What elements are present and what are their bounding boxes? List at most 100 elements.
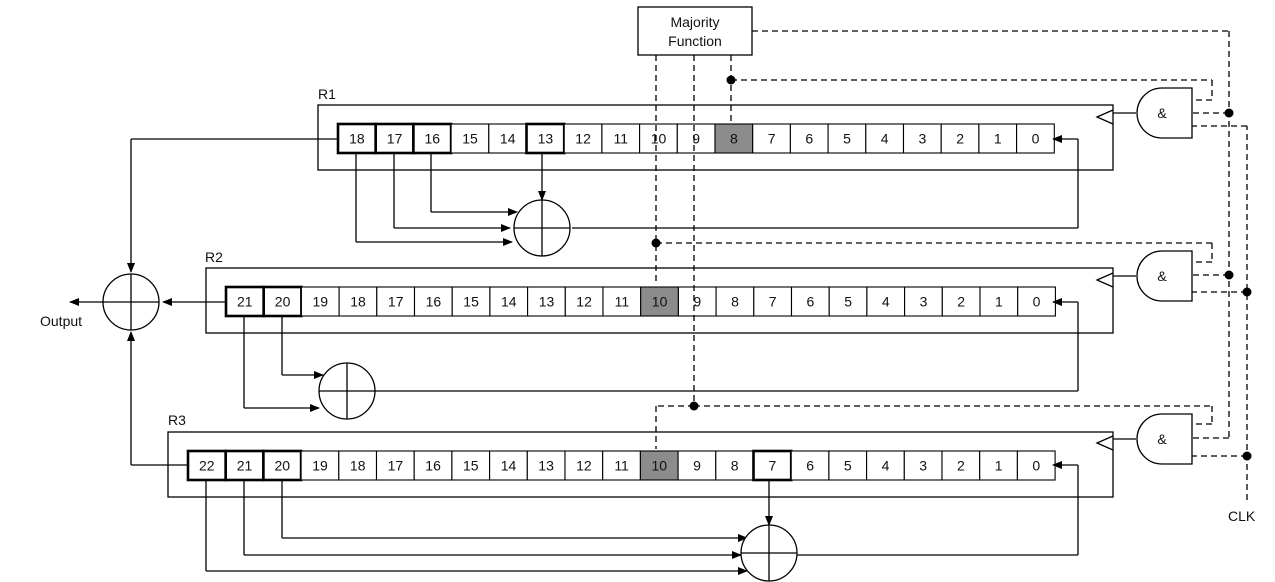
r2-cell-label: 12 bbox=[576, 294, 592, 310]
output-wiring bbox=[69, 138, 338, 466]
r2-cell-20: 20 bbox=[262, 285, 303, 318]
r3-cell-label: 9 bbox=[693, 458, 701, 474]
r1-cell-1: 1 bbox=[978, 123, 1018, 154]
r3-cell-5: 5 bbox=[828, 450, 868, 481]
r3-cell-label: 5 bbox=[844, 458, 852, 474]
r2-cell-9: 9 bbox=[677, 286, 717, 317]
r3-cell-label: 0 bbox=[1032, 458, 1040, 474]
majority-label-line1: Majority bbox=[670, 14, 719, 30]
r2-cell-label: 1 bbox=[995, 294, 1003, 310]
r3-cell-label: 13 bbox=[538, 458, 554, 474]
r3-cell-2: 2 bbox=[941, 450, 981, 481]
r1-xor-icon bbox=[513, 199, 571, 257]
r1-cell-label: 7 bbox=[768, 131, 776, 147]
majority-input-wiring bbox=[651, 55, 1213, 449]
r1-cell-label: 1 bbox=[994, 131, 1002, 147]
clk-label: CLK bbox=[1228, 508, 1256, 524]
r1-cell-label: 9 bbox=[692, 131, 700, 147]
r2-cell-7: 7 bbox=[753, 286, 793, 317]
r3-cell-label: 4 bbox=[882, 458, 890, 474]
r3-cell-16: 16 bbox=[413, 450, 453, 481]
r1-cell-label: 10 bbox=[651, 131, 667, 147]
r2-cell-label: 19 bbox=[313, 294, 329, 310]
r3-cell-label: 16 bbox=[425, 458, 441, 474]
r1-cell-label: 0 bbox=[1032, 131, 1040, 147]
r2-cell-label: 9 bbox=[693, 294, 701, 310]
r1-cell-label: 15 bbox=[462, 131, 478, 147]
r1-cell-13: 13 bbox=[525, 122, 566, 155]
r1-cell-label: 18 bbox=[349, 131, 365, 147]
r3-cell-14: 14 bbox=[489, 450, 528, 481]
r1-cell-3: 3 bbox=[902, 123, 942, 154]
r2-cell-label: 5 bbox=[844, 294, 852, 310]
r3-cell-13: 13 bbox=[526, 450, 566, 481]
r3-cell-label: 17 bbox=[388, 458, 404, 474]
r3-cell-17: 17 bbox=[375, 450, 415, 481]
r1-clock-triangle-icon bbox=[1095, 109, 1114, 125]
r3-clock-triangle-icon bbox=[1095, 435, 1114, 451]
r3-cell-21: 21 bbox=[224, 449, 265, 482]
r3-cell-label: 21 bbox=[237, 458, 253, 474]
r2-cell-label: 17 bbox=[388, 294, 404, 310]
r3-cell-label: 10 bbox=[652, 458, 668, 474]
r3-cell-label: 19 bbox=[312, 458, 328, 474]
r3-label: R3 bbox=[168, 412, 186, 428]
r2-cell-4: 4 bbox=[866, 286, 906, 317]
r3-cell-label: 18 bbox=[350, 458, 366, 474]
r3-cell-label: 11 bbox=[614, 458, 629, 474]
r1-cell-15: 15 bbox=[450, 123, 490, 154]
r1-cell-label: 14 bbox=[500, 131, 516, 147]
r1-cell-label: 2 bbox=[956, 131, 964, 147]
r1-cell-label: 16 bbox=[425, 131, 441, 147]
r2-label: R2 bbox=[205, 249, 223, 265]
r1-cell-7: 7 bbox=[752, 123, 791, 154]
r3-cell-20: 20 bbox=[262, 449, 303, 482]
r1-cell-12: 12 bbox=[563, 123, 603, 154]
r2-cell-label: 20 bbox=[275, 294, 291, 310]
r2-cell-8: 8 bbox=[715, 286, 755, 317]
r3-cell-18: 18 bbox=[338, 450, 378, 481]
r2-cell-6: 6 bbox=[790, 286, 830, 317]
r2-cell-label: 6 bbox=[807, 294, 815, 310]
r3-cell-7: 7 bbox=[752, 449, 793, 482]
r2-and-symbol: & bbox=[1157, 268, 1167, 284]
r1-cell-17: 17 bbox=[374, 122, 415, 155]
r3-cell-8: 8 bbox=[715, 450, 755, 481]
r1-cell-label: 3 bbox=[919, 131, 927, 147]
r3-cell-6: 6 bbox=[790, 450, 830, 481]
r1-cell-label: 6 bbox=[805, 131, 813, 147]
r2-cell-label: 10 bbox=[652, 294, 668, 310]
r2-cell-11: 11 bbox=[602, 286, 642, 317]
r1-cell-label: 13 bbox=[538, 131, 554, 147]
r2-cell-15: 15 bbox=[451, 286, 491, 317]
r1-cell-label: 11 bbox=[614, 131, 629, 147]
r1-cell-label: 8 bbox=[730, 131, 738, 147]
r2-cell-label: 7 bbox=[769, 294, 777, 310]
r3-cell-label: 8 bbox=[731, 458, 739, 474]
r3-cell-label: 6 bbox=[806, 458, 814, 474]
r2-cell-19: 19 bbox=[300, 286, 340, 317]
r2-cell-14: 14 bbox=[489, 286, 529, 317]
r3-cell-1: 1 bbox=[979, 450, 1018, 481]
r3-cell-12: 12 bbox=[564, 450, 604, 481]
r2-cell-3: 3 bbox=[904, 286, 943, 317]
r3-feedback-wiring bbox=[205, 461, 1079, 575]
r2-xor-icon bbox=[318, 362, 376, 420]
r1-cell-10: 10 bbox=[639, 123, 678, 154]
r1-and-symbol: & bbox=[1157, 105, 1167, 121]
r2-cell-16: 16 bbox=[413, 286, 453, 317]
r2-cell-5: 5 bbox=[828, 286, 868, 317]
r2-cell-18: 18 bbox=[338, 286, 378, 317]
r2-cell-10: 10 bbox=[640, 286, 679, 317]
r3-cell-label: 22 bbox=[199, 458, 215, 474]
r3-cell-label: 3 bbox=[919, 458, 927, 474]
r2-cell-label: 3 bbox=[920, 294, 928, 310]
r1-label: R1 bbox=[318, 86, 336, 102]
r2-cell-21: 21 bbox=[224, 285, 266, 318]
r1-cell-label: 17 bbox=[387, 131, 403, 147]
r1-cell-8: 8 bbox=[714, 123, 754, 154]
r3-cell-label: 7 bbox=[769, 458, 777, 474]
majority-function-box bbox=[637, 6, 753, 56]
